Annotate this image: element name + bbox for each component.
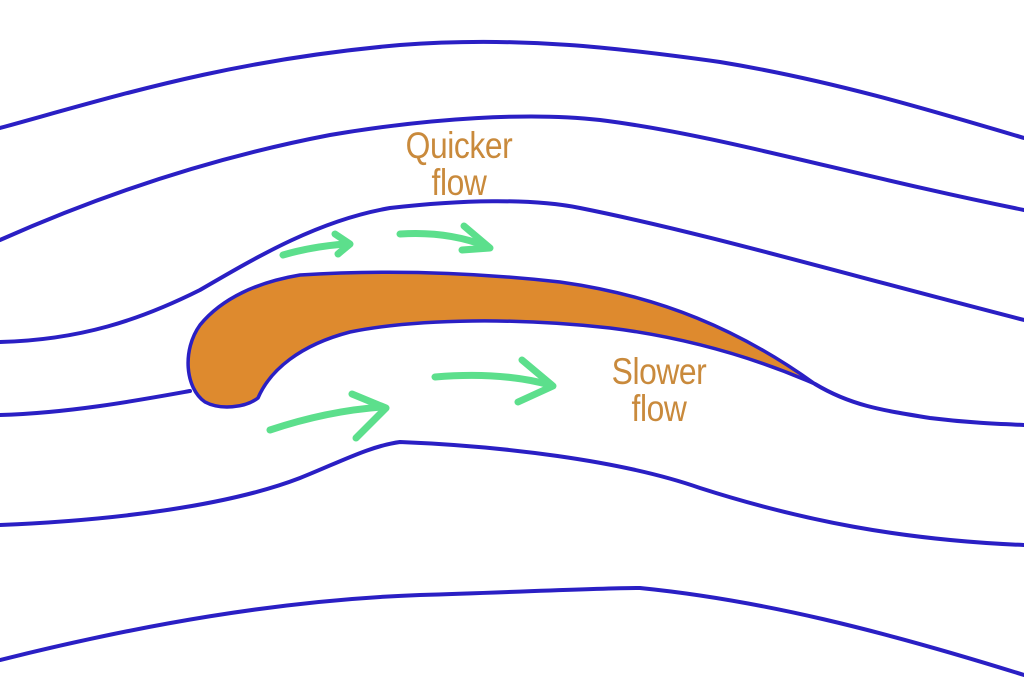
upper-arrow-right xyxy=(396,222,494,254)
upper-arrow-left xyxy=(279,230,354,259)
streamline-3 xyxy=(0,199,1024,344)
quicker-flow-label-line1: Quicker xyxy=(405,125,513,166)
streamline-2 xyxy=(0,114,1024,242)
streamline-1 xyxy=(0,39,1024,140)
airfoil xyxy=(186,270,817,409)
streamline-5 xyxy=(813,382,1024,427)
lower-arrow-left xyxy=(266,390,390,442)
quicker-flow-label: Quicker flow xyxy=(390,127,528,201)
slower-flow-label-line2: flow xyxy=(631,388,687,429)
streamline-7 xyxy=(0,586,1024,677)
slower-flow-label: Slower flow xyxy=(588,353,729,427)
lower-arrow-right xyxy=(431,356,557,406)
streamline-6 xyxy=(0,440,1024,547)
quicker-flow-label-line2: flow xyxy=(431,162,487,203)
streamline-4 xyxy=(0,389,192,417)
slower-flow-label-line1: Slower xyxy=(611,351,707,392)
